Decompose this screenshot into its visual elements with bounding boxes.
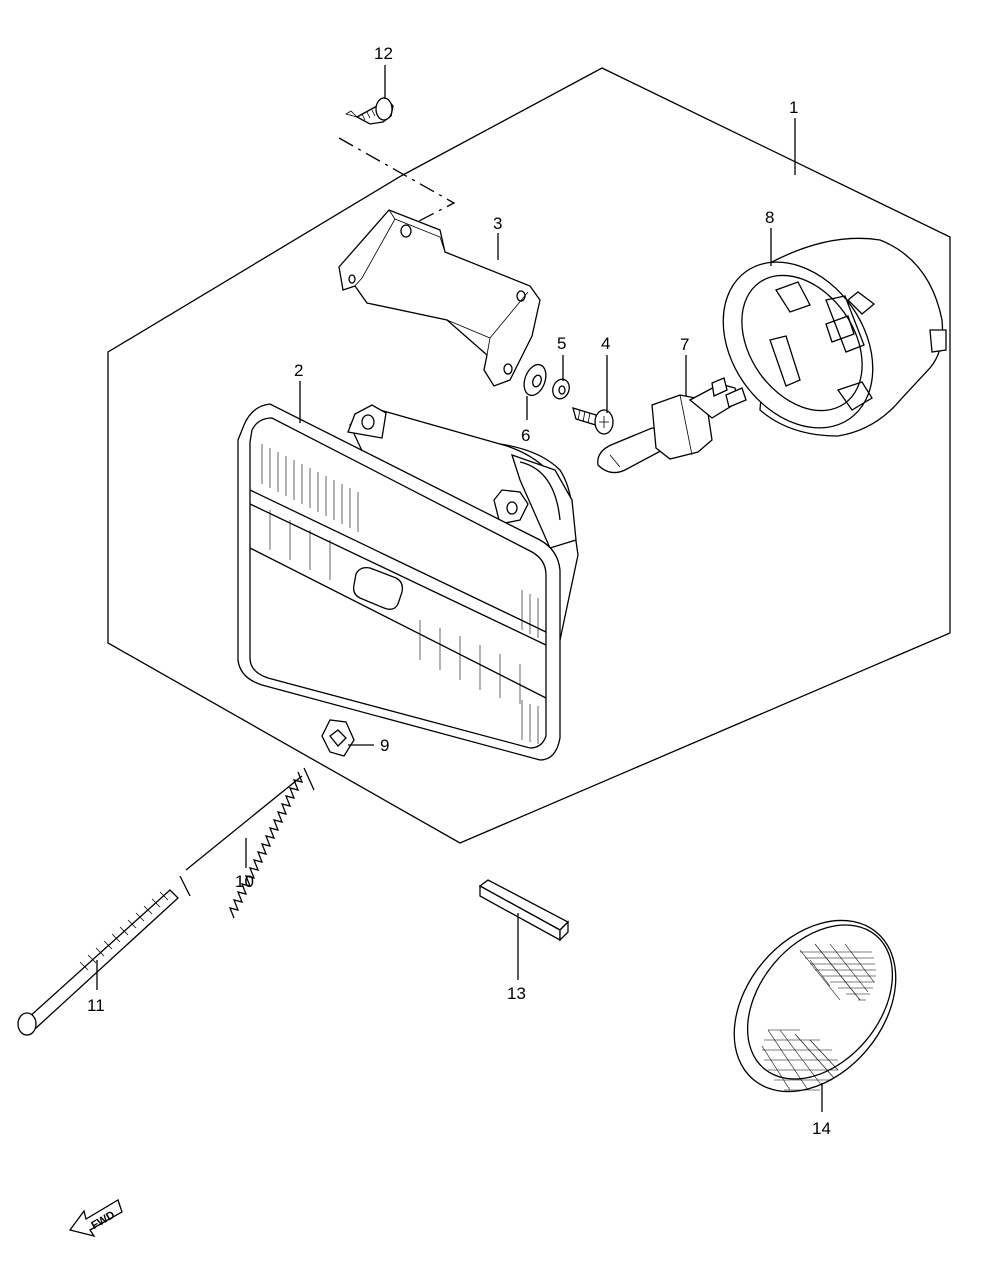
callout-14: 14: [812, 1119, 831, 1138]
callout-11: 11: [87, 996, 105, 1015]
callout-9: 9: [380, 736, 389, 755]
screw-part-12[interactable]: [344, 97, 394, 125]
bulb-part-7[interactable]: [597, 377, 747, 474]
bracket-part-3[interactable]: [338, 209, 541, 387]
reflector-pattern-bottom: [761, 1029, 839, 1091]
lockwasher-part-5[interactable]: [550, 377, 572, 401]
callout-5: 5: [557, 334, 566, 353]
callout-1: 1: [789, 98, 798, 117]
forward-direction-arrow-icon: FWD: [68, 1199, 123, 1238]
callout-12: 12: [374, 44, 393, 63]
assembly-boundary: [107, 67, 951, 844]
callout-7: 7: [680, 335, 689, 354]
pad-part-13[interactable]: [478, 879, 570, 942]
socket-cover-part-8[interactable]: [692, 233, 947, 456]
callout-2: 2: [294, 361, 303, 380]
leader-lines: [96, 65, 823, 1112]
callout-13: 13: [507, 984, 526, 1003]
callout-3: 3: [493, 214, 502, 233]
spring-part-10[interactable]: [179, 767, 315, 919]
lens-hatching: [261, 444, 539, 744]
reflector-part-14[interactable]: [701, 889, 929, 1123]
clip-part-9[interactable]: [321, 719, 355, 757]
reflector-pattern-top: [799, 943, 876, 1001]
washer-part-6[interactable]: [520, 362, 550, 399]
headlamp-unit-part-2[interactable]: [237, 403, 579, 761]
callout-8: 8: [765, 208, 774, 227]
callout-10: 10: [235, 872, 254, 891]
screw-part-4[interactable]: [572, 407, 614, 435]
callout-6: 6: [521, 426, 530, 445]
callout-4: 4: [601, 334, 610, 353]
screw-12-dash-line: [338, 137, 456, 223]
bolt-part-11[interactable]: [17, 889, 179, 1036]
fwd-label: FWD: [89, 1209, 117, 1232]
